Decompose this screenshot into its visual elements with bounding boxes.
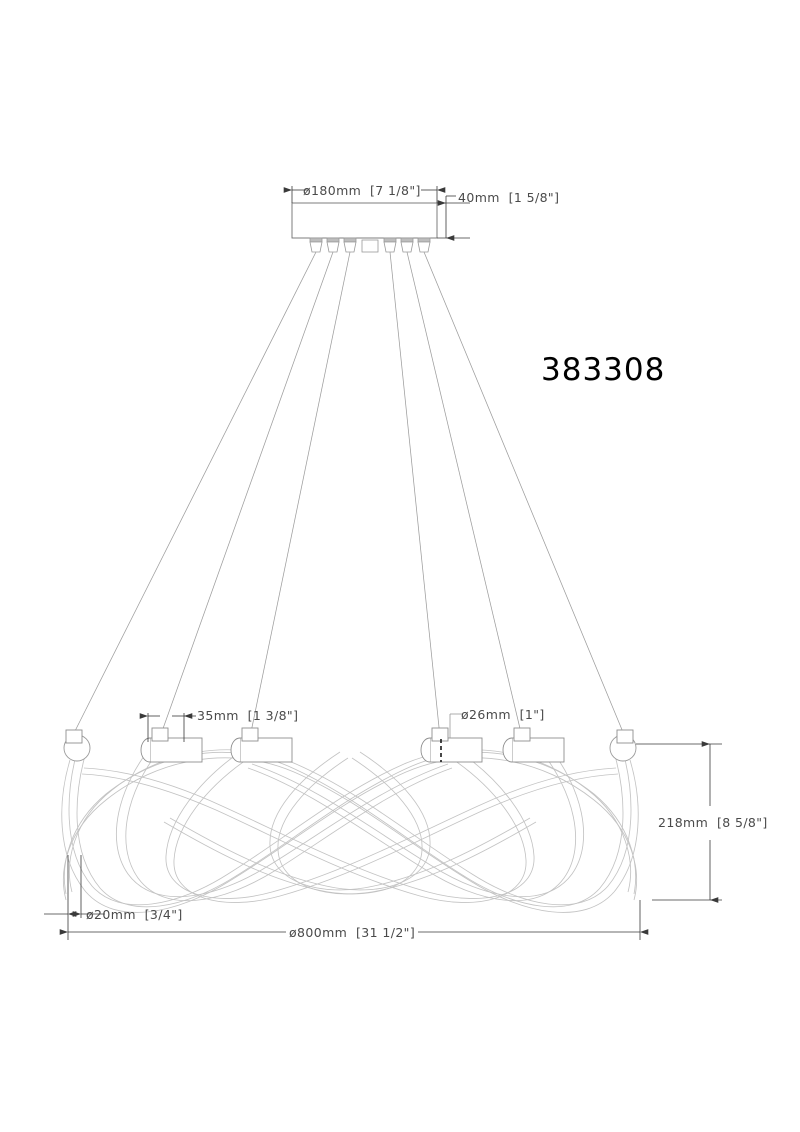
cable-mount-blocks [65, 727, 634, 744]
cable-5 [406, 251, 523, 738]
connector-2 [326, 237, 340, 253]
ribbon-ring [61, 747, 639, 913]
label-ring-diameter: ø800mm [31 1/2"] [289, 925, 416, 940]
cable-4 [389, 251, 441, 738]
ceiling-canopy [291, 202, 438, 239]
cable-connectors [309, 237, 431, 253]
connector-6 [417, 237, 431, 253]
sleeve-3 [420, 737, 483, 763]
sleeve-1 [140, 737, 203, 763]
dimension-ring-diameter [59, 900, 649, 940]
dimension-tube-diameter [44, 855, 105, 926]
dimension-mount-spacing [139, 713, 196, 742]
label-tube-diameter: ø20mm [3/4"] [86, 907, 183, 922]
label-canopy-height: 40mm [1 5/8"] [458, 190, 560, 205]
junction-box [361, 239, 379, 253]
cable-1 [71, 251, 317, 738]
ring-sleeves [140, 737, 565, 763]
cable-2 [159, 251, 334, 738]
sleeve-4 [502, 737, 565, 763]
cable-6 [423, 251, 626, 738]
dimension-ring-height [636, 741, 722, 903]
part-number: 383308 [541, 352, 666, 388]
connector-4 [383, 237, 397, 253]
suspension-cables [71, 251, 626, 738]
dimension-canopy-diameter [283, 186, 446, 203]
label-sleeve-diameter: ø26mm [1"] [461, 707, 545, 722]
connector-1 [309, 237, 323, 253]
dimension-canopy-height [437, 195, 470, 241]
label-ring-height: 218mm [8 5/8"] [658, 815, 768, 830]
label-canopy-diameter: ø180mm [7 1/8"] [303, 183, 421, 198]
connector-3 [343, 237, 357, 253]
dimension-sleeve-diameter [449, 713, 462, 738]
cable-3 [249, 251, 351, 738]
label-mount-spacing: 35mm [1 3/8"] [197, 708, 299, 723]
connector-5 [400, 237, 414, 253]
sleeve-2 [230, 737, 293, 763]
